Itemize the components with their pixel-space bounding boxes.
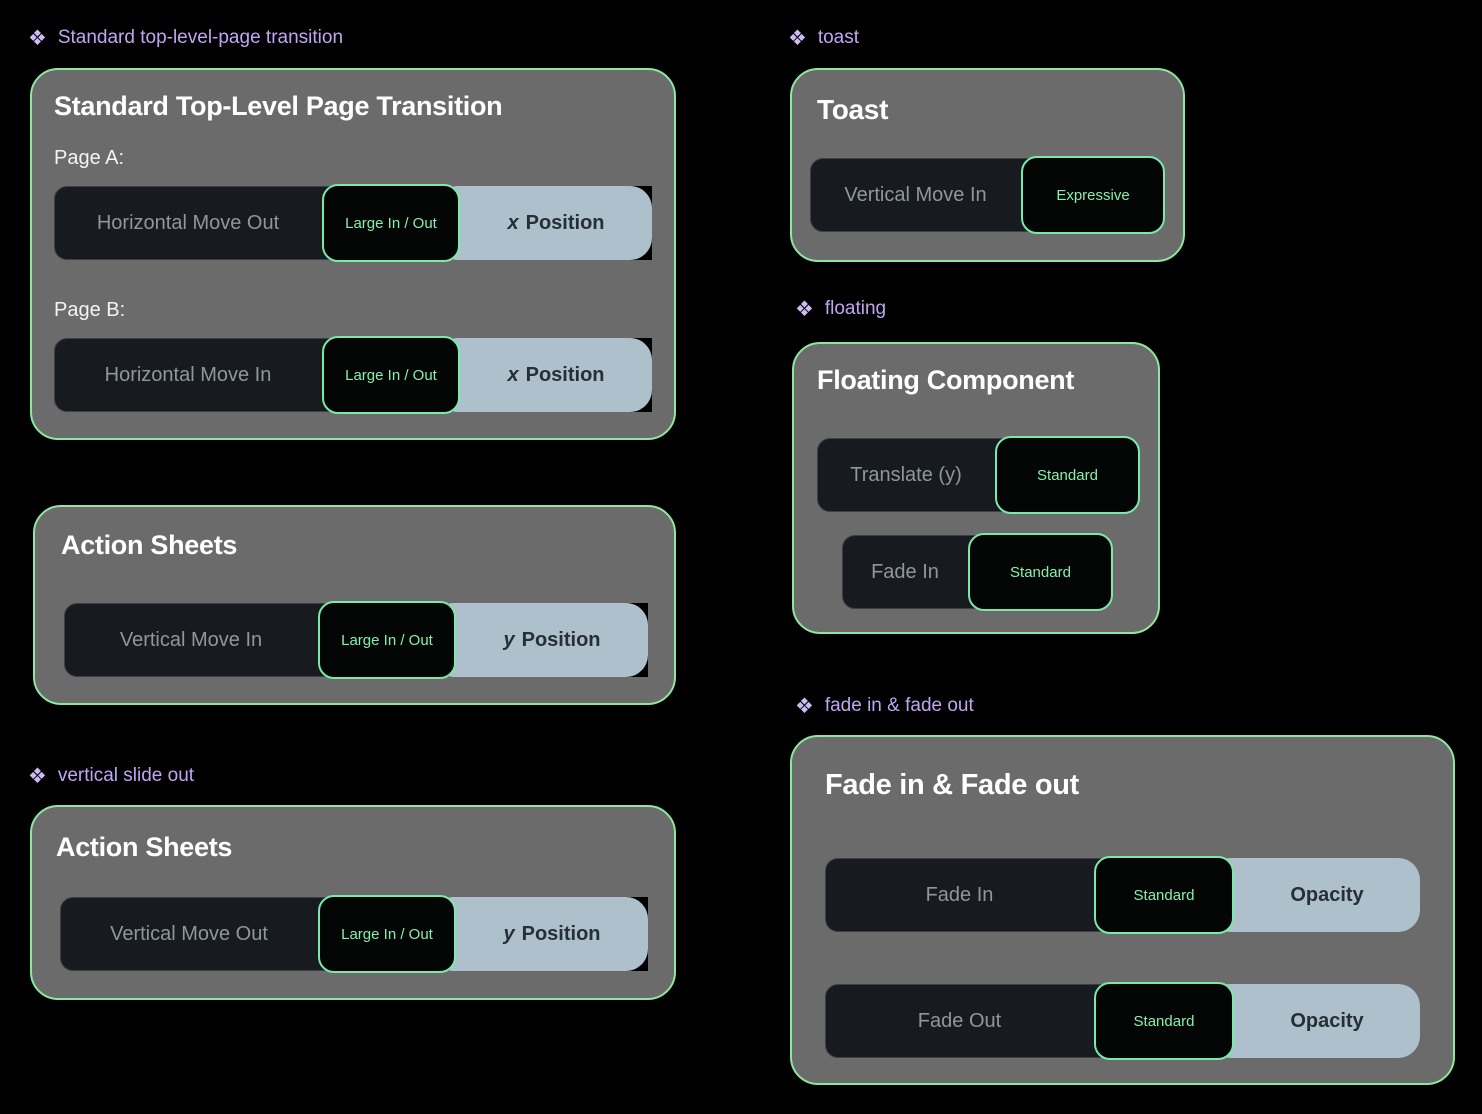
property-pill-backing: Opacity bbox=[1208, 984, 1420, 1058]
card-action-sheets-out: Action Sheets Vertical Move Out Large In… bbox=[30, 805, 676, 1000]
section-label-text: fade in & fade out bbox=[824, 695, 974, 716]
component-diamond-icon: ❖ bbox=[795, 297, 814, 321]
card-title: Fade in & Fade out bbox=[825, 769, 1080, 801]
easing-pill[interactable]: Standard bbox=[1094, 982, 1234, 1060]
card-title: Standard Top-Level Page Transition bbox=[54, 91, 503, 121]
section-label-text: vertical slide out bbox=[57, 765, 195, 786]
section-label-text: Standard top-level-page transition bbox=[57, 27, 344, 48]
component-diamond-icon: ❖ bbox=[795, 694, 814, 718]
motion-pill[interactable]: Fade Out bbox=[825, 984, 1116, 1058]
motion-pill[interactable]: Fade In bbox=[842, 535, 990, 609]
page-a-caption: Page A: bbox=[54, 147, 125, 169]
easing-pill[interactable]: Standard bbox=[995, 436, 1140, 514]
easing-pill[interactable]: Large In / Out bbox=[318, 601, 456, 679]
easing-pill[interactable]: Standard bbox=[968, 533, 1113, 611]
motion-pill[interactable]: Vertical Move In bbox=[810, 158, 1043, 232]
page-b-caption: Page B: bbox=[54, 299, 126, 321]
fade-out-row: Fade Out Standard Opacity bbox=[825, 982, 1420, 1060]
card-fade-in-out: Fade in & Fade out Fade In Standard Opac… bbox=[790, 735, 1455, 1085]
property-pill-backing: Opacity bbox=[1208, 858, 1420, 932]
motion-pill[interactable]: Vertical Move Out bbox=[60, 897, 340, 971]
easing-pill[interactable]: Large In / Out bbox=[318, 895, 456, 973]
component-diamond-icon: ❖ bbox=[28, 26, 47, 50]
property-pill[interactable]: Opacity bbox=[1208, 984, 1420, 1058]
card-floating-component: Floating Component Translate (y) Standar… bbox=[792, 342, 1160, 634]
card-title: Toast bbox=[817, 94, 889, 125]
fade-in-row: Fade In Standard Opacity bbox=[825, 856, 1420, 934]
section-label-vertical-slide-out: ❖ vertical slide out bbox=[28, 764, 194, 788]
card-standard-page-transition: Standard Top-Level Page Transition Page … bbox=[30, 68, 676, 440]
section-label-text: floating bbox=[824, 298, 887, 319]
component-diamond-icon: ❖ bbox=[28, 764, 47, 788]
card-title: Floating Component bbox=[817, 365, 1075, 395]
easing-pill[interactable]: Large In / Out bbox=[322, 336, 460, 414]
section-label-text: toast bbox=[817, 27, 860, 48]
motion-pill[interactable]: Vertical Move In bbox=[64, 603, 340, 677]
easing-pill[interactable]: Large In / Out bbox=[322, 184, 460, 262]
section-label-fade: ❖ fade in & fade out bbox=[795, 694, 974, 718]
motion-pill[interactable]: Fade In bbox=[825, 858, 1116, 932]
card-toast: Toast Vertical Move In Expressive bbox=[790, 68, 1185, 262]
section-label-floating: ❖ floating bbox=[795, 297, 886, 321]
component-diamond-icon: ❖ bbox=[788, 26, 807, 50]
card-title: Action Sheets bbox=[56, 832, 233, 862]
easing-pill[interactable]: Expressive bbox=[1021, 156, 1165, 234]
motion-pill[interactable]: Horizontal Move Out bbox=[54, 186, 344, 260]
floating-translate-row: Translate (y) Standard bbox=[817, 436, 1140, 514]
motion-pill[interactable]: Translate (y) bbox=[817, 438, 1017, 512]
section-label-toast: ❖ toast bbox=[788, 26, 859, 50]
card-title: Action Sheets bbox=[61, 530, 238, 560]
card-action-sheets-in: Action Sheets Vertical Move In Large In … bbox=[33, 505, 676, 705]
floating-fade-row: Fade In Standard bbox=[842, 533, 1113, 611]
section-label-standard-transition: ❖ Standard top-level-page transition bbox=[28, 26, 343, 50]
property-pill[interactable]: Opacity bbox=[1208, 858, 1420, 932]
toast-row: Vertical Move In Expressive bbox=[810, 156, 1165, 234]
motion-pill[interactable]: Horizontal Move In bbox=[54, 338, 344, 412]
easing-pill[interactable]: Standard bbox=[1094, 856, 1234, 934]
